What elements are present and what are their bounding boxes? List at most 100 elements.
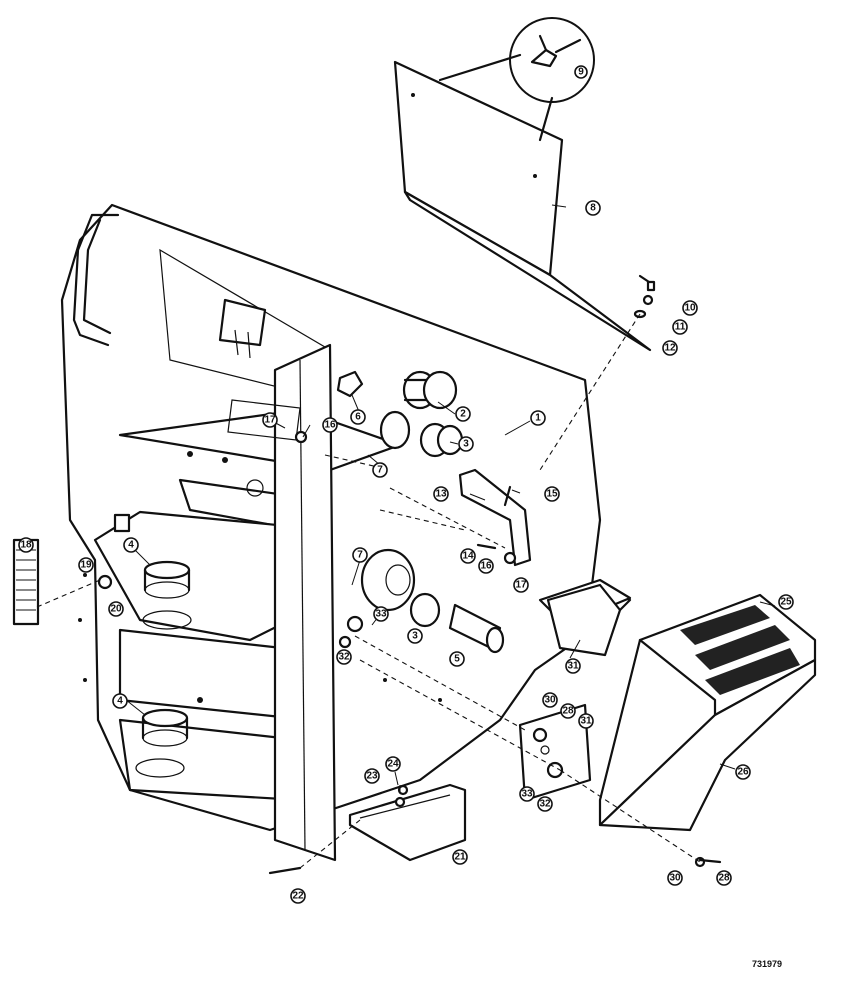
callout-18: 18: [18, 537, 34, 553]
callout-3: 3: [407, 628, 423, 644]
callout-8: 8: [585, 200, 601, 216]
callout-17: 17: [262, 412, 278, 428]
svg-text:7: 7: [357, 550, 363, 561]
callout-33: 33: [373, 606, 389, 622]
svg-text:32: 32: [338, 652, 350, 663]
callout-28: 28: [716, 870, 732, 886]
svg-text:31: 31: [580, 716, 592, 727]
callout-30: 30: [667, 870, 683, 886]
svg-text:3: 3: [412, 631, 418, 642]
svg-text:30: 30: [669, 873, 681, 884]
svg-text:17: 17: [515, 580, 527, 591]
svg-text:20: 20: [110, 604, 122, 615]
svg-text:3: 3: [463, 439, 469, 450]
callout-leaders: [125, 204, 776, 792]
svg-text:4: 4: [117, 696, 123, 707]
svg-text:15: 15: [546, 489, 558, 500]
callout-28: 28: [560, 703, 576, 719]
svg-text:2: 2: [460, 409, 466, 420]
callout-4: 4: [123, 537, 139, 553]
callout-20: 20: [108, 601, 124, 617]
callout-32: 32: [336, 649, 352, 665]
svg-text:30: 30: [544, 695, 556, 706]
svg-text:31: 31: [567, 661, 579, 672]
svg-text:16: 16: [324, 420, 336, 431]
svg-text:4: 4: [128, 540, 134, 551]
callout-33: 33: [519, 786, 535, 802]
svg-text:19: 19: [80, 560, 92, 571]
svg-text:32: 32: [539, 799, 551, 810]
pivot-bushings-middle: [360, 548, 622, 657]
svg-text:17: 17: [264, 415, 276, 426]
bushing-lower: [135, 708, 189, 778]
callout-6: 6: [350, 409, 366, 425]
svg-text:6: 6: [355, 412, 361, 423]
callout-11: 11: [672, 319, 688, 335]
svg-text:14: 14: [462, 551, 474, 562]
latch-part: [336, 370, 364, 398]
callout-4: 4: [112, 693, 128, 709]
callout-5: 5: [449, 651, 465, 667]
svg-text:28: 28: [562, 706, 574, 717]
callout-1: 1: [530, 410, 546, 426]
callout-9: 9: [574, 65, 588, 79]
svg-text:7: 7: [377, 465, 383, 476]
bushing-upper: [142, 560, 192, 630]
callout-23: 23: [364, 768, 380, 784]
bracket-13: [458, 468, 532, 567]
main-frame: [60, 203, 632, 862]
callout-16: 16: [478, 558, 494, 574]
drawing-number: 731979: [752, 959, 783, 969]
callout-17: 17: [513, 577, 529, 593]
seat-cover-plate: [393, 60, 652, 352]
svg-text:21: 21: [454, 852, 466, 863]
callout-16: 16: [322, 417, 338, 433]
frame-holes: [78, 451, 442, 703]
callout-7: 7: [352, 547, 368, 563]
callout-2: 2: [455, 406, 471, 422]
svg-text:10: 10: [684, 303, 696, 314]
svg-text:25: 25: [780, 597, 792, 608]
svg-text:24: 24: [387, 759, 399, 770]
svg-text:33: 33: [375, 609, 387, 620]
callout-3: 3: [458, 436, 474, 452]
svg-text:33: 33: [521, 789, 533, 800]
callout-32: 32: [537, 796, 553, 812]
callout-24: 24: [385, 756, 401, 772]
svg-text:18: 18: [20, 540, 32, 551]
callout-31: 31: [578, 713, 594, 729]
svg-text:5: 5: [454, 654, 460, 665]
svg-text:28: 28: [718, 873, 730, 884]
svg-text:12: 12: [664, 343, 676, 354]
pivot-bushings-top: [379, 370, 464, 458]
callout-14: 14: [460, 548, 476, 564]
callout-21: 21: [452, 849, 468, 865]
callout-22: 22: [290, 888, 306, 904]
callout-15: 15: [544, 486, 560, 502]
svg-text:23: 23: [366, 771, 378, 782]
svg-text:26: 26: [737, 767, 749, 778]
callout-31: 31: [565, 658, 581, 674]
detail-circle-latch: [438, 17, 595, 142]
callout-26: 26: [735, 764, 751, 780]
step-bracket: [348, 783, 467, 862]
svg-text:16: 16: [480, 561, 492, 572]
fender-step-cover: [598, 593, 817, 832]
callout-10: 10: [682, 300, 698, 316]
svg-text:8: 8: [590, 203, 596, 214]
assembly-leader-lines: [36, 313, 701, 869]
callout-19: 19: [78, 557, 94, 573]
svg-text:11: 11: [675, 322, 686, 333]
callout-12: 12: [662, 340, 678, 356]
callout-13: 13: [433, 486, 449, 502]
floor-mat: [12, 538, 40, 626]
hardware-bolts: [97, 274, 722, 875]
callout-7: 7: [372, 462, 388, 478]
svg-text:13: 13: [435, 489, 447, 500]
svg-text:22: 22: [292, 891, 304, 902]
callout-25: 25: [778, 594, 794, 610]
svg-text:1: 1: [535, 413, 541, 424]
svg-text:9: 9: [578, 67, 584, 78]
callout-30: 30: [542, 692, 558, 708]
